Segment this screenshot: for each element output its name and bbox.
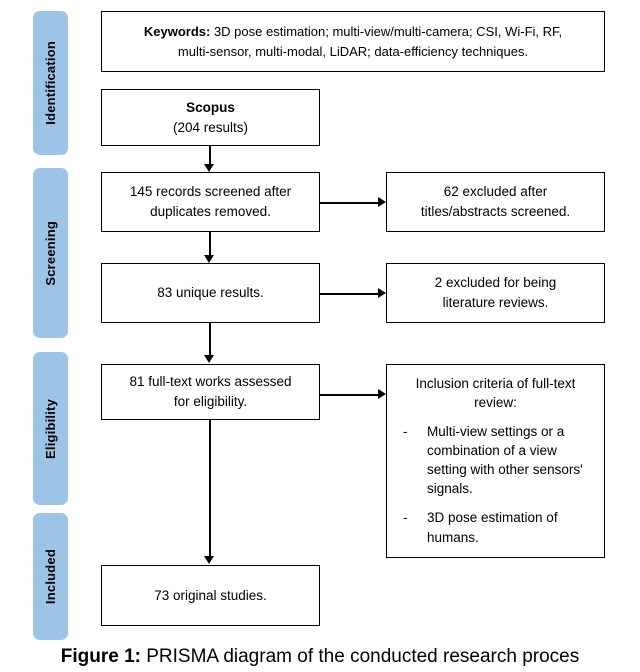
bullet-dash-icon: -: [403, 423, 408, 439]
box-source-scopus: Scopus (204 results): [101, 89, 320, 146]
criteria-heading: Inclusion criteria of full-text review:: [397, 375, 594, 413]
unique-line1: 83 unique results.: [157, 285, 264, 301]
arrow-source-to-screened: [204, 164, 215, 172]
keywords-line1: 3D pose estimation; multi-view/multi-cam…: [210, 24, 563, 39]
stage-included-label: Included: [43, 548, 58, 605]
criteria-list: - Multi-view settings or a combination o…: [397, 422, 594, 547]
criteria-item-text: Multi-view settings or a combination of …: [427, 423, 583, 497]
arrow-unique-to-fulltext: [204, 355, 215, 363]
box-excluded-literature-reviews: 2 excluded for being literature reviews.: [386, 263, 605, 323]
connector-fulltext-to-criteria: [320, 394, 378, 396]
connector-screened-to-excluded-titles: [320, 202, 378, 204]
excluded-titles-line2: titles/abstracts screened.: [420, 204, 571, 219]
screened-line2: duplicates removed.: [150, 204, 271, 219]
connector-unique-to-fulltext: [209, 323, 211, 356]
arrow-screened-to-excluded-titles: [378, 197, 386, 208]
connector-unique-to-excluded-reviews: [320, 293, 378, 295]
included-line1: 73 original studies.: [154, 587, 267, 603]
keywords-label: Keywords:: [143, 24, 211, 39]
excluded-titles-line1: 62 excluded after: [443, 184, 548, 200]
criteria-item: - Multi-view settings or a combination o…: [397, 422, 594, 499]
criteria-item: - 3D pose estimation of humans.: [397, 508, 594, 546]
criteria-item-text: 3D pose estimation of humans.: [427, 510, 558, 545]
figure-caption-label: Figure 1:: [60, 646, 141, 667]
box-records-screened: 145 records screened after duplicates re…: [101, 172, 320, 232]
stage-included: Included: [33, 513, 68, 640]
source-count: (204 results): [172, 119, 249, 135]
bullet-dash-icon: -: [403, 510, 408, 526]
stage-eligibility-label: Eligibility: [43, 398, 58, 459]
screened-line1: 145 records screened after: [129, 184, 292, 200]
arrow-fulltext-to-included: [204, 556, 215, 564]
criteria-heading-line2: review:: [474, 394, 517, 410]
excluded-reviews-line1: 2 excluded for being: [434, 275, 557, 291]
excluded-reviews-line2: literature reviews.: [442, 295, 549, 310]
keywords-line2: multi-sensor, multi-modal, LiDAR; data-e…: [177, 43, 529, 59]
connector-fulltext-to-included: [209, 420, 211, 557]
figure-caption: Figure 1: PRISMA diagram of the conducte…: [0, 645, 640, 669]
box-excluded-titles-abstracts: 62 excluded after titles/abstracts scree…: [386, 172, 605, 232]
box-keywords: Keywords: 3D pose estimation; multi-view…: [101, 11, 605, 72]
source-title: Scopus: [186, 99, 235, 115]
box-fulltext-assessed: 81 full-text works assessed for eligibil…: [101, 364, 320, 420]
stage-screening-label: Screening: [43, 220, 58, 286]
arrow-unique-to-excluded-reviews: [378, 288, 386, 299]
fulltext-line2: for eligibility.: [173, 394, 248, 409]
stage-identification-label: Identification: [43, 41, 58, 125]
figure-caption-text: PRISMA diagram of the conducted research…: [146, 646, 580, 667]
box-unique-results: 83 unique results.: [101, 263, 320, 323]
stage-screening: Screening: [33, 168, 68, 338]
connector-screened-to-unique: [209, 232, 211, 256]
criteria-heading-line1: Inclusion criteria of full-text: [415, 376, 576, 391]
connector-source-to-screened: [209, 146, 211, 165]
stage-eligibility: Eligibility: [33, 352, 68, 505]
stage-identification: Identification: [33, 11, 68, 155]
fulltext-line1: 81 full-text works assessed: [129, 374, 292, 390]
box-included-studies: 73 original studies.: [101, 565, 320, 626]
arrow-screened-to-unique: [204, 255, 215, 263]
box-inclusion-criteria: Inclusion criteria of full-text review: …: [386, 364, 605, 558]
arrow-fulltext-to-criteria: [378, 389, 386, 400]
